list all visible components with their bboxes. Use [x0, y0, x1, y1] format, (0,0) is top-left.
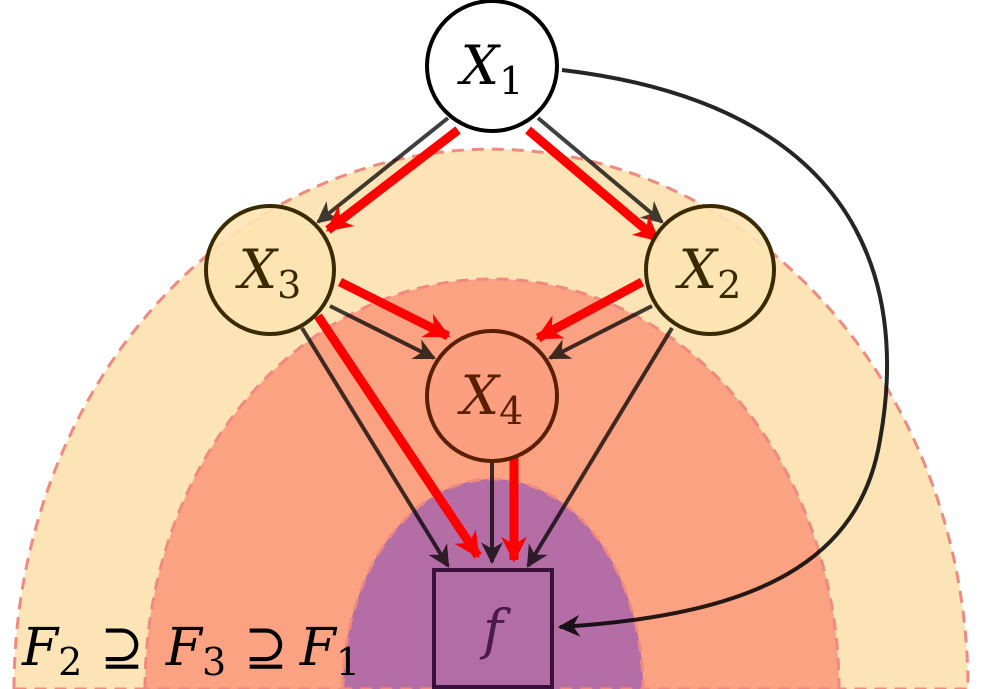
- node-x2-letter: X: [675, 238, 720, 301]
- node-x2-sub: 2: [717, 263, 741, 307]
- formula-f2-sub: 2: [58, 640, 82, 684]
- svg-text:X2: X2: [675, 238, 742, 307]
- node-x3: X3: [204, 204, 336, 336]
- edge-x1-f-curve: [557, 68, 890, 637]
- edge-x3-x4: [329, 304, 436, 360]
- node-x1-circle: [425, 0, 559, 133]
- node-x1-letter: X: [457, 34, 502, 97]
- red-edge-x1-x3: [325, 126, 461, 234]
- edge-x2-x4: [548, 304, 653, 360]
- edge-x1-x2: [536, 116, 664, 224]
- node-x2: X2: [644, 204, 776, 336]
- red-edge-x3-x4: [337, 277, 451, 341]
- node-x1: X1: [425, 0, 559, 133]
- node-x4-sub: 4: [499, 389, 523, 433]
- svg-text:X3: X3: [235, 238, 302, 307]
- node-x3-letter: X: [235, 238, 280, 301]
- svg-text:X4: X4: [457, 364, 524, 433]
- subset-formula: F2⊇F3⊇F1: [21, 618, 360, 684]
- edges: [300, 116, 674, 568]
- formula-f3-sub: 3: [202, 640, 226, 684]
- node-f-box: [432, 568, 554, 689]
- formula-f1: F: [299, 618, 338, 678]
- formula-superset-2: ⊇: [244, 618, 288, 678]
- node-x2-circle: [644, 204, 776, 336]
- highlighted-edges: [314, 126, 661, 563]
- node-x3-circle: [204, 204, 336, 336]
- red-edge-x1-x2: [525, 126, 661, 244]
- edge-x2-f: [526, 326, 674, 568]
- red-edge-x2-x4: [535, 278, 645, 342]
- edge-x1-x3: [316, 116, 450, 224]
- node-x1-sub: 1: [499, 59, 523, 103]
- formula-f1-sub: 1: [336, 640, 360, 684]
- edge-x3-f: [300, 326, 450, 568]
- svg-text:X1: X1: [457, 34, 524, 103]
- formula-superset-1: ⊇: [100, 618, 144, 678]
- node-x4-circle: [425, 329, 559, 463]
- node-x4: X4: [425, 329, 559, 463]
- formula-f3: F: [165, 618, 204, 678]
- node-f: f: [432, 568, 554, 689]
- red-edge-x3-f: [314, 313, 482, 559]
- node-x3-sub: 3: [277, 263, 301, 307]
- node-x4-letter: X: [457, 364, 502, 427]
- formula-f2: F: [21, 618, 60, 678]
